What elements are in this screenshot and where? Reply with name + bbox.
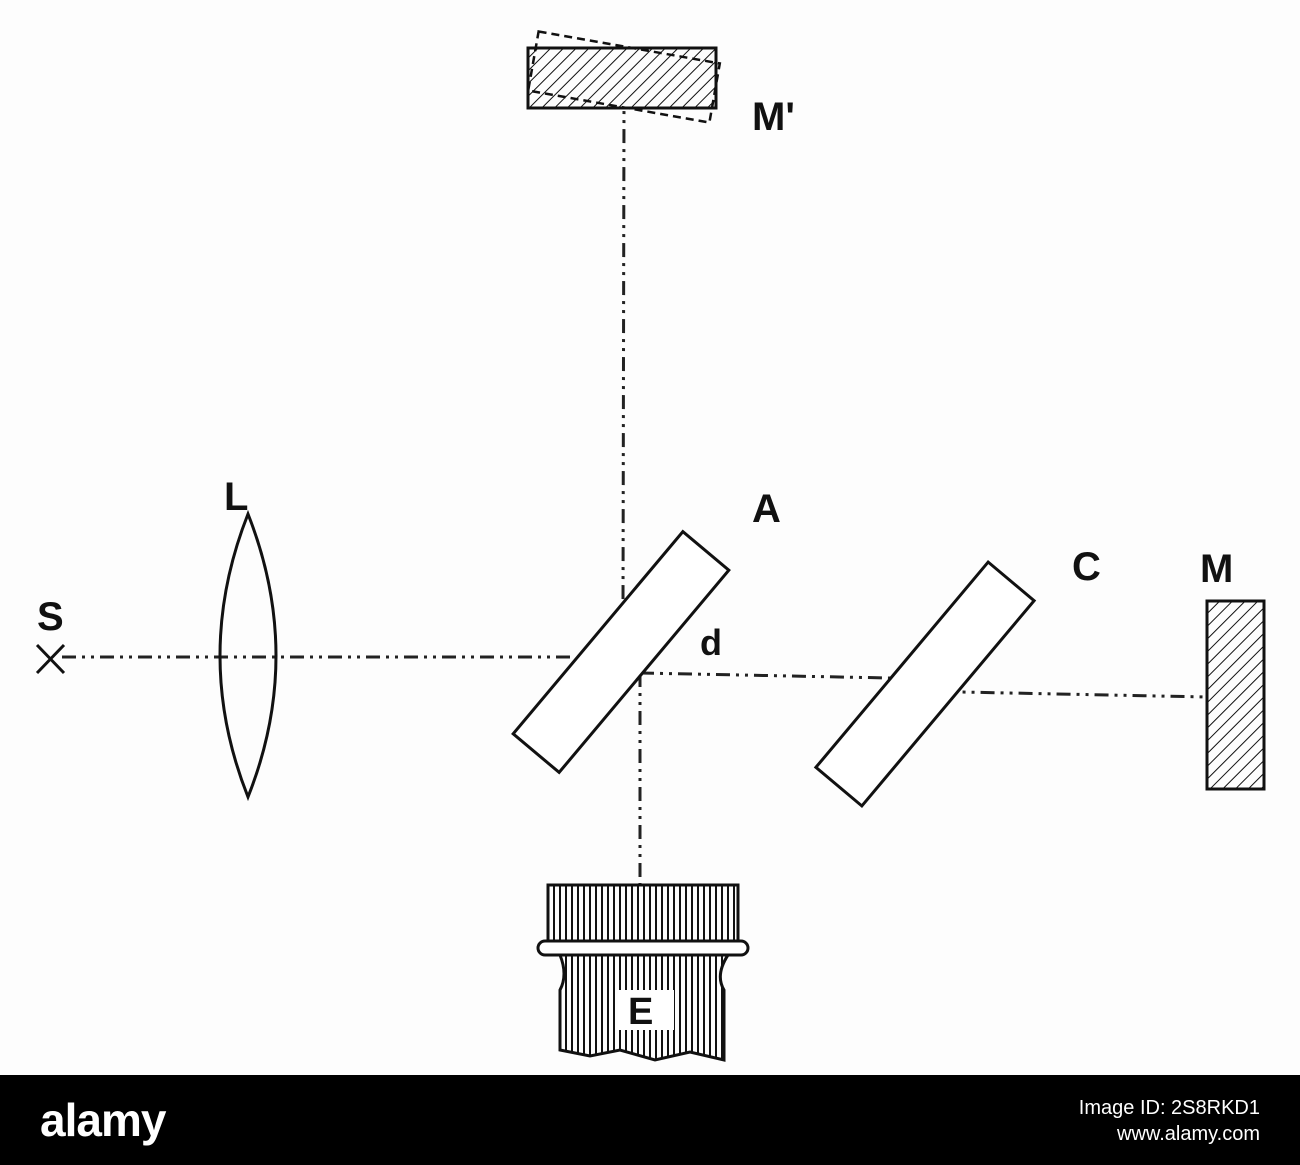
source-marker [35, 643, 66, 675]
compensator-label: C [1072, 545, 1101, 589]
movable-mirror-label: M' [752, 95, 795, 139]
site-url: www.alamy.com [1117, 1123, 1260, 1145]
light-rays [62, 107, 1208, 885]
brand-logo: alamy [40, 1094, 166, 1146]
image-id: Image ID: 2S8RKD1 [1078, 1097, 1260, 1119]
source-label: S [37, 595, 64, 639]
image-meta: Image ID: 2S8RKD1 www.alamy.com [1079, 1095, 1260, 1147]
watermark-footer: alamy Image ID: 2S8RKD1 www.alamy.com [0, 1075, 1300, 1165]
mirror-label: M [1200, 547, 1233, 591]
mirror [1205, 599, 1266, 791]
lens [218, 509, 278, 802]
eyepiece [536, 883, 750, 1062]
beam-splitter-label: A [752, 487, 781, 531]
compensator-plate [813, 559, 1037, 809]
lens-label: L [224, 475, 248, 519]
movable-mirror [526, 46, 718, 110]
distance-label: d [700, 622, 722, 663]
eyepiece-label: E [628, 991, 653, 1033]
interferometer-diagram: S L A d C M M' E [35, 30, 1266, 1062]
beam-splitter-plate [511, 529, 731, 775]
reflected-ray-up [621, 107, 642, 674]
incident-ray [62, 655, 641, 675]
transmitted-ray [639, 671, 1208, 699]
